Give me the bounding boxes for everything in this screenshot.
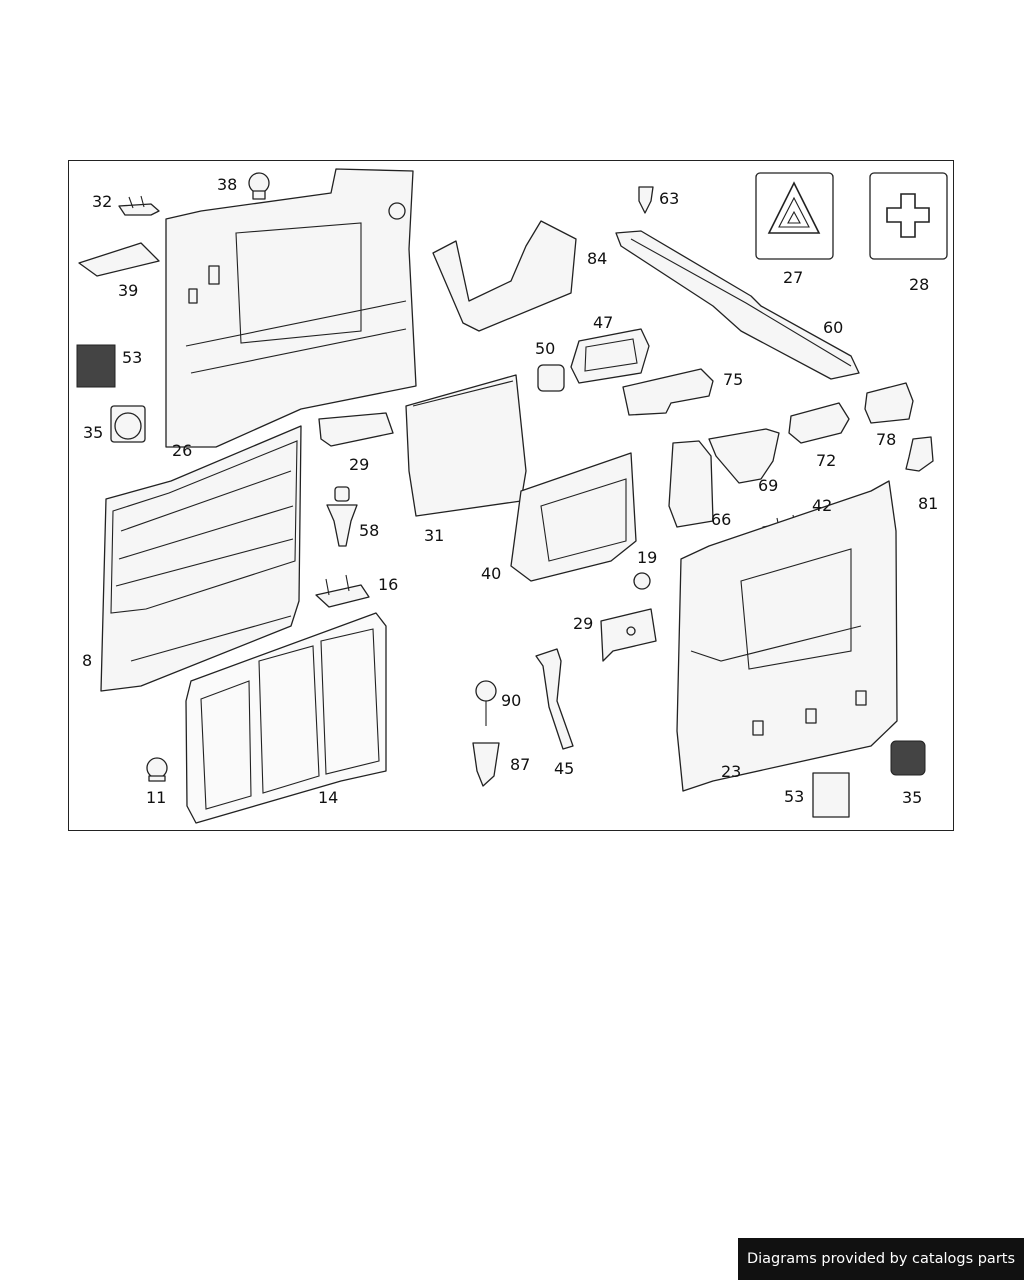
part-39-strip[interactable] bbox=[78, 242, 160, 277]
callout-53-right: 53 bbox=[784, 787, 804, 806]
callout-78: 78 bbox=[876, 430, 896, 449]
part-23-rear-panel[interactable] bbox=[676, 480, 898, 792]
part-75-holder[interactable] bbox=[622, 368, 714, 416]
part-29-bracket-lower[interactable] bbox=[600, 608, 657, 662]
callout-28: 28 bbox=[909, 275, 929, 294]
callout-14: 14 bbox=[318, 788, 338, 807]
callout-27: 27 bbox=[783, 268, 803, 287]
callout-29-lower: 29 bbox=[573, 614, 593, 633]
part-53-pad-right[interactable] bbox=[812, 772, 850, 818]
part-32-bracket[interactable] bbox=[118, 195, 160, 216]
callout-31: 31 bbox=[424, 526, 444, 545]
part-40-bin-insert[interactable] bbox=[510, 452, 637, 582]
callout-72: 72 bbox=[816, 451, 836, 470]
callout-11: 11 bbox=[146, 788, 166, 807]
part-14-seal-frame[interactable] bbox=[185, 612, 387, 824]
callout-19: 19 bbox=[637, 548, 657, 567]
callout-84: 84 bbox=[587, 249, 607, 268]
part-69-holder[interactable] bbox=[708, 428, 780, 484]
credit-banner: Diagrams provided by catalogs parts bbox=[738, 1238, 1024, 1280]
callout-8: 8 bbox=[82, 651, 92, 670]
callout-81: 81 bbox=[918, 494, 938, 513]
callout-29-upper: 29 bbox=[349, 455, 369, 474]
callout-50: 50 bbox=[535, 339, 555, 358]
part-66-cover[interactable] bbox=[668, 440, 714, 528]
part-63-clip[interactable] bbox=[638, 186, 654, 214]
part-28-first-aid-kit[interactable] bbox=[869, 172, 948, 260]
first-aid-cross-icon bbox=[886, 193, 930, 238]
credit-text: Diagrams provided by catalogs parts bbox=[746, 1251, 1016, 1267]
part-38-clip[interactable] bbox=[248, 172, 270, 200]
parts-diagram: 38 32 39 53 35 26 29 31 84 63 27 28 60 4… bbox=[76, 168, 948, 824]
callout-35-right: 35 bbox=[902, 788, 922, 807]
part-50-cap[interactable] bbox=[537, 364, 565, 392]
callout-32: 32 bbox=[92, 192, 112, 211]
part-45-strap[interactable] bbox=[535, 648, 574, 750]
callout-60: 60 bbox=[823, 318, 843, 337]
callout-39: 39 bbox=[118, 281, 138, 300]
part-29-cover-upper[interactable] bbox=[318, 412, 394, 447]
part-53-grille-left[interactable] bbox=[76, 344, 116, 388]
part-60-trim-strip[interactable] bbox=[615, 230, 860, 380]
part-84-bracket[interactable] bbox=[432, 220, 577, 332]
part-11-clip[interactable] bbox=[146, 757, 168, 782]
callout-53-left: 53 bbox=[122, 348, 142, 367]
callout-63: 63 bbox=[659, 189, 679, 208]
callout-90: 90 bbox=[501, 691, 521, 710]
callout-40: 40 bbox=[481, 564, 501, 583]
callout-35-left: 35 bbox=[83, 423, 103, 442]
callout-58: 58 bbox=[359, 521, 379, 540]
callout-45: 45 bbox=[554, 759, 574, 778]
part-19-nut[interactable] bbox=[633, 572, 651, 590]
callout-23: 23 bbox=[721, 762, 741, 781]
callout-42: 42 bbox=[812, 496, 832, 515]
callout-87: 87 bbox=[510, 755, 530, 774]
part-87-clip[interactable] bbox=[472, 742, 500, 787]
callout-16: 16 bbox=[378, 575, 398, 594]
callout-66: 66 bbox=[711, 510, 731, 529]
part-27-hazard-sign[interactable] bbox=[755, 172, 834, 260]
part-72-holder[interactable] bbox=[788, 402, 850, 444]
part-35-speaker-left[interactable] bbox=[110, 405, 146, 443]
part-81-hook[interactable] bbox=[905, 436, 934, 472]
callout-26: 26 bbox=[172, 441, 192, 460]
part-16-clip[interactable] bbox=[315, 574, 370, 608]
callout-69: 69 bbox=[758, 476, 778, 495]
part-58-push-pin[interactable] bbox=[326, 486, 358, 547]
part-47-frame[interactable] bbox=[570, 328, 650, 384]
diagram-frame: 38 32 39 53 35 26 29 31 84 63 27 28 60 4… bbox=[68, 160, 954, 831]
part-8-door-panel[interactable] bbox=[100, 425, 302, 692]
part-26-side-panel[interactable] bbox=[165, 168, 417, 448]
hazard-triangle-icon bbox=[767, 181, 821, 234]
part-78-bracket[interactable] bbox=[864, 382, 914, 424]
part-90-screw[interactable] bbox=[475, 680, 497, 726]
part-35-grille-right[interactable] bbox=[890, 740, 926, 776]
callout-38: 38 bbox=[217, 175, 237, 194]
part-31-panel[interactable] bbox=[405, 374, 527, 517]
callout-75: 75 bbox=[723, 370, 743, 389]
callout-47: 47 bbox=[593, 313, 613, 332]
